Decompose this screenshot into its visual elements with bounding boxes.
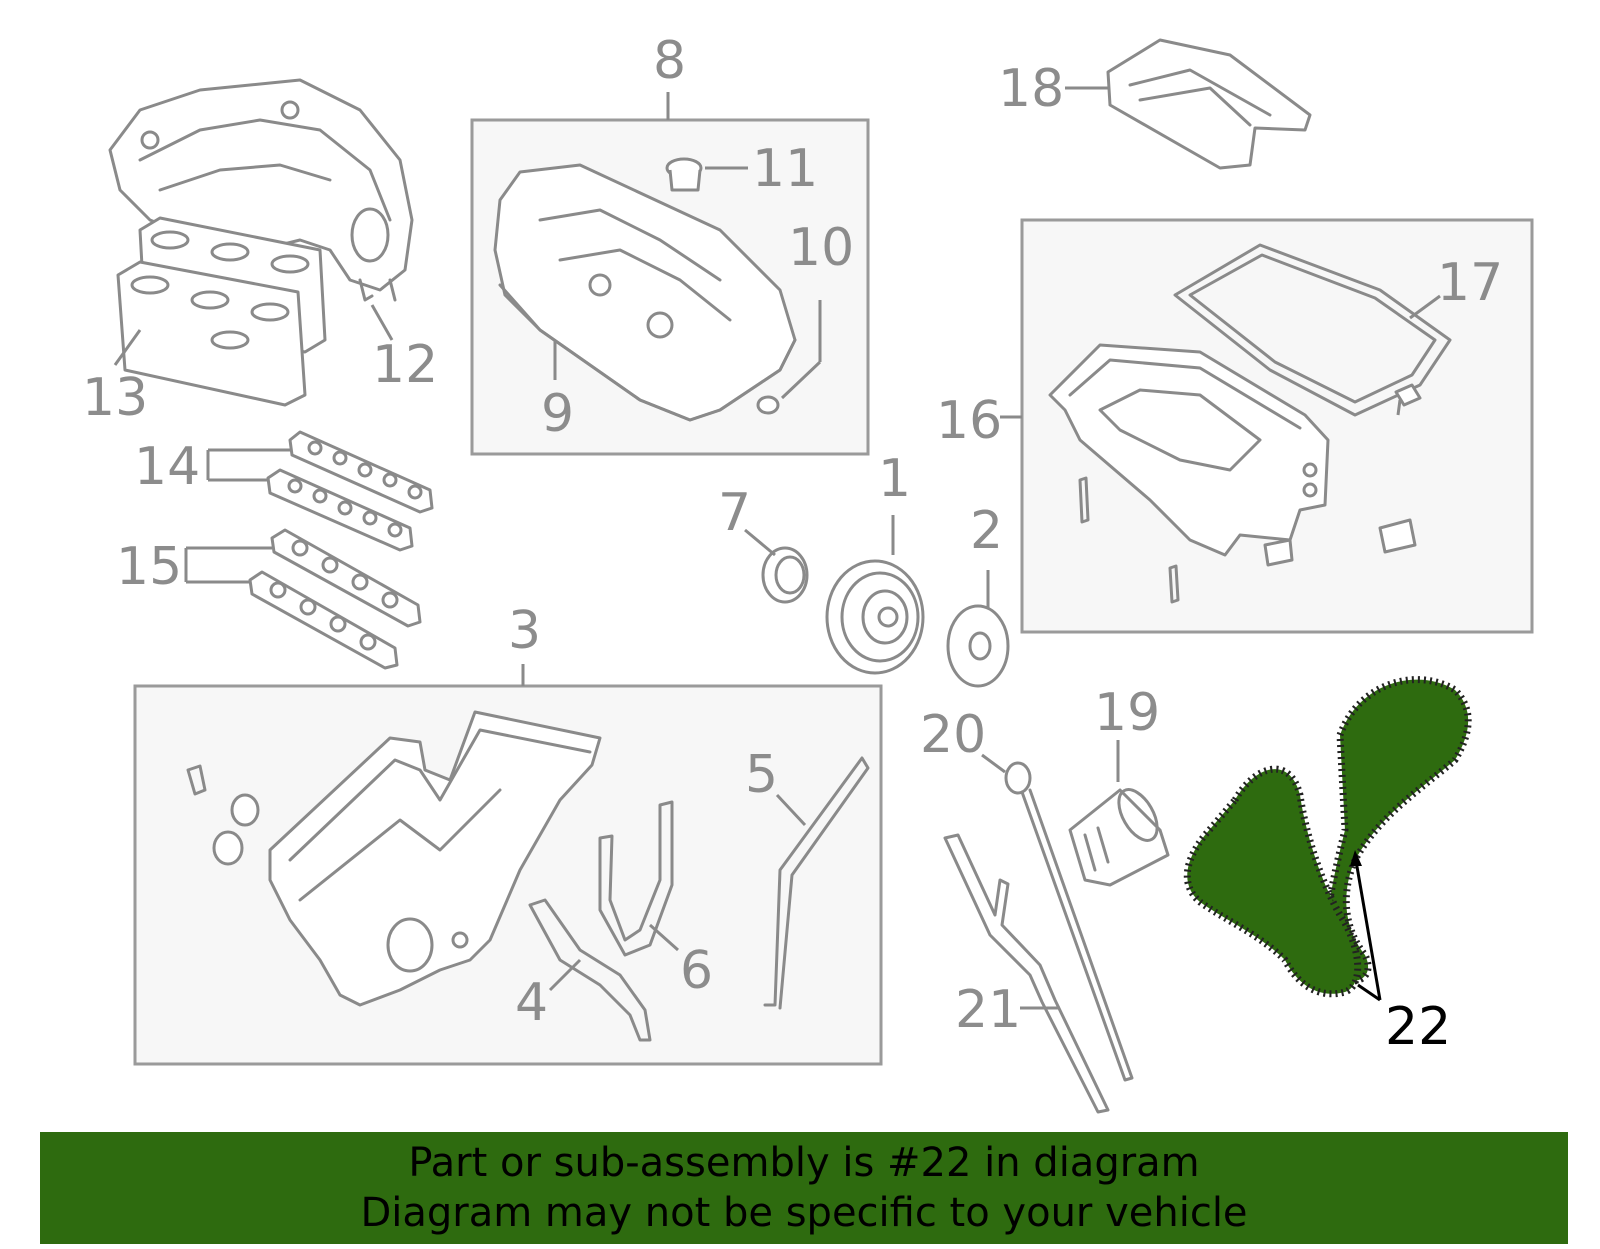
callout-15: 15 <box>116 537 182 597</box>
callout-20: 20 <box>920 705 986 765</box>
leader-15 <box>184 546 272 584</box>
callout-16: 16 <box>936 391 1002 451</box>
part-oil-filter[interactable] <box>1068 783 1170 887</box>
part-14-gaskets[interactable] <box>266 430 434 552</box>
part-dipstick[interactable] <box>1004 761 1134 1082</box>
part-guide-5[interactable] <box>763 756 870 1010</box>
callout-21: 21 <box>955 980 1021 1040</box>
callout-11: 11 <box>752 139 818 199</box>
part-cover-gasket-4[interactable] <box>528 898 652 1042</box>
part-pan-bolts[interactable] <box>1078 476 1417 604</box>
part-15-gaskets[interactable] <box>248 528 422 670</box>
banner-line-1: Part or sub-assembly is #22 in diagram <box>408 1140 1200 1186</box>
leader-20 <box>981 753 1006 774</box>
callout-12: 12 <box>372 335 438 395</box>
leader-14 <box>206 448 290 482</box>
callout-13: 13 <box>82 368 148 428</box>
callout-8: 8 <box>653 31 686 91</box>
callout-17: 17 <box>1437 253 1503 313</box>
part-cover-gasket-6[interactable] <box>598 800 674 957</box>
leader-4 <box>548 958 582 992</box>
part-cover-bolts[interactable] <box>186 764 260 866</box>
part-intake-manifold[interactable] <box>108 78 414 302</box>
part-washer[interactable] <box>946 604 1010 688</box>
footer-banner: Part or sub-assembly is #22 in diagram D… <box>40 1132 1568 1244</box>
callout-9: 9 <box>541 384 574 444</box>
leader-17 <box>1409 294 1441 320</box>
callout-10: 10 <box>788 218 854 278</box>
callout-1: 1 <box>878 449 911 509</box>
leader-5 <box>775 793 807 827</box>
callout-2: 2 <box>970 501 1003 561</box>
leader-13 <box>113 329 142 366</box>
callout-7: 7 <box>718 483 751 543</box>
callout-5: 5 <box>745 745 778 805</box>
banner-line-2: Diagram may not be specific to your vehi… <box>360 1190 1248 1236</box>
leader-6 <box>649 923 679 952</box>
leader-7 <box>744 528 776 557</box>
part-drain-plug[interactable] <box>1394 383 1422 416</box>
callout-4: 4 <box>515 973 548 1033</box>
part-oil-pan-gasket[interactable] <box>1173 243 1452 417</box>
callout-14: 14 <box>134 437 200 497</box>
leader-22 <box>1353 854 1382 1002</box>
part-intake-spacer[interactable] <box>116 216 327 407</box>
part-timing-cover[interactable] <box>268 710 602 1007</box>
part-front-seal[interactable] <box>761 546 809 604</box>
part-timing-chain[interactable] <box>1183 676 1472 998</box>
part-grommet[interactable] <box>756 395 780 415</box>
part-crank-pulley[interactable] <box>825 559 925 675</box>
leader-12 <box>370 304 394 341</box>
callout-22: 22 <box>1385 997 1451 1057</box>
callout-19: 19 <box>1094 683 1160 743</box>
part-dipstick-tube[interactable] <box>943 833 1110 1114</box>
part-heat-shield[interactable] <box>1106 38 1312 170</box>
callout-6: 6 <box>680 941 713 1001</box>
footer-banner-bg <box>40 1132 1568 1244</box>
part-valve-cover[interactable] <box>493 163 797 422</box>
callout-18: 18 <box>998 59 1064 119</box>
callout-3: 3 <box>508 601 541 661</box>
part-oil-cap[interactable] <box>665 157 703 192</box>
arrow-22 <box>1350 850 1362 866</box>
